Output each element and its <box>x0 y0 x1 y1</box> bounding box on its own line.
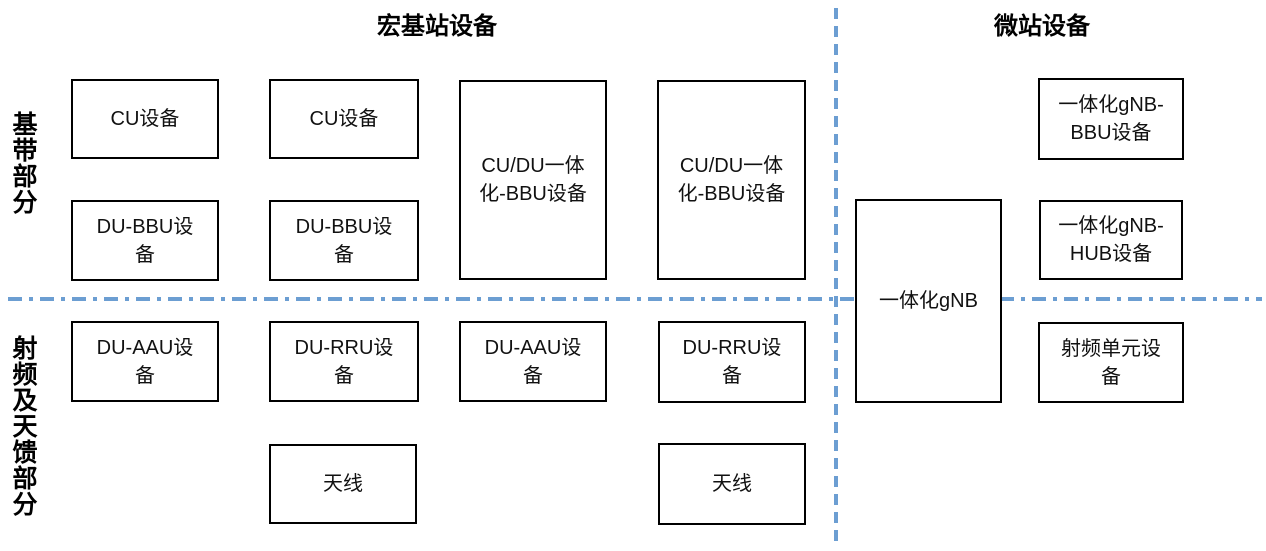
equipment-box-du-rru-1: DU-RRU设 备 <box>269 321 419 402</box>
equipment-box-label: DU-RRU设 备 <box>294 336 394 387</box>
equipment-box-cu-2: CU设备 <box>269 79 419 159</box>
equipment-box-du-aau-1: DU-AAU设 备 <box>71 321 219 402</box>
equipment-box-cudu-bbu-1: CU/DU一体 化-BBU设备 <box>459 80 607 280</box>
equipment-box-du-rru-2: DU-RRU设 备 <box>658 321 806 403</box>
equipment-box-du-bbu-2: DU-BBU设 备 <box>269 200 419 281</box>
baseband-section-label: 基带部分 <box>9 111 37 215</box>
equipment-box-label: DU-BBU设 备 <box>295 215 393 266</box>
equipment-box-label: CU设备 <box>110 108 180 130</box>
equipment-box-rf-unit: 射频单元设 备 <box>1038 322 1184 403</box>
equipment-box-label: 一体化gNB- BBU设备 <box>1058 94 1164 144</box>
macro-station-header: 宏基站设备 <box>377 13 497 40</box>
rf-antenna-section-label: 射频及天馈部分 <box>9 335 37 517</box>
equipment-box-label: CU/DU一体 化-BBU设备 <box>479 155 587 205</box>
equipment-box-integrated-gnb-hub: 一体化gNB- HUB设备 <box>1039 200 1183 280</box>
equipment-box-label: 射频单元设 备 <box>1061 337 1161 388</box>
equipment-box-antenna-2: 天线 <box>658 443 806 525</box>
equipment-box-label: DU-RRU设 备 <box>682 337 782 387</box>
equipment-box-cu-1: CU设备 <box>71 79 219 159</box>
equipment-box-label: 天线 <box>712 473 752 495</box>
equipment-box-cudu-bbu-2: CU/DU一体 化-BBU设备 <box>657 80 806 280</box>
equipment-box-label: DU-AAU设 备 <box>484 336 582 387</box>
equipment-box-label: DU-BBU设 备 <box>96 215 194 266</box>
micro-station-header: 微站设备 <box>994 13 1090 40</box>
equipment-box-integrated-gnb: 一体化gNB <box>855 199 1002 403</box>
equipment-box-label: CU/DU一体 化-BBU设备 <box>677 155 786 205</box>
equipment-box-label: DU-AAU设 备 <box>96 336 194 387</box>
equipment-box-label: 一体化gNB- HUB设备 <box>1058 215 1164 265</box>
equipment-box-antenna-1: 天线 <box>269 444 417 524</box>
equipment-box-du-aau-2: DU-AAU设 备 <box>459 321 607 402</box>
equipment-box-integrated-gnb-bbu: 一体化gNB- BBU设备 <box>1038 78 1184 160</box>
equipment-box-label: 天线 <box>323 473 363 495</box>
equipment-box-label: CU设备 <box>309 108 379 130</box>
equipment-box-label: 一体化gNB <box>879 290 978 312</box>
equipment-box-du-bbu-1: DU-BBU设 备 <box>71 200 219 281</box>
